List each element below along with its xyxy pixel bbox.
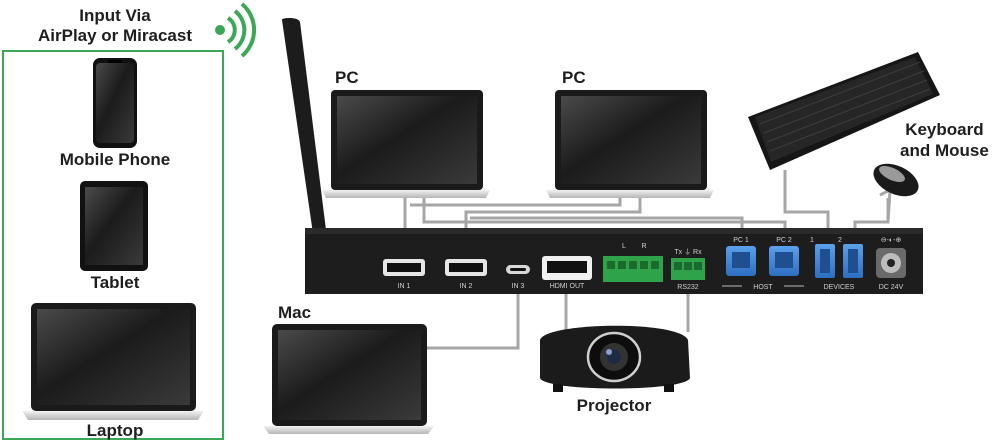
dc-label: DC 24V bbox=[879, 284, 904, 291]
pc1-label: PC 1 bbox=[733, 237, 749, 244]
keyboard-icon bbox=[748, 52, 940, 170]
rs232-label: RS232 bbox=[677, 284, 699, 291]
usb-device2-port bbox=[843, 244, 863, 278]
audio-r-label: R bbox=[641, 243, 646, 250]
dc-symbol-label: ⊖-◐-⊕ bbox=[881, 237, 902, 244]
dc-power-jack bbox=[876, 248, 906, 278]
in3-label: IN 3 bbox=[512, 283, 525, 290]
projector-label: Projector bbox=[576, 396, 652, 415]
mac-label: Mac bbox=[278, 303, 312, 322]
rs232-pins-label: Tx ⏚ Rx bbox=[674, 248, 702, 256]
tablet-label: Tablet bbox=[90, 273, 140, 292]
keyboard-mouse-label: Keyboard and Mouse bbox=[900, 119, 989, 161]
wireless-input-title-line2: AirPlay or Miracast bbox=[37, 26, 192, 45]
in1-label: IN 1 bbox=[398, 283, 411, 290]
hdmi-in1-port bbox=[383, 259, 425, 276]
usb-pc1-port bbox=[726, 246, 756, 276]
pc-left-label: PC bbox=[335, 68, 359, 87]
wireless-input-title-line1: Input Via bbox=[79, 6, 151, 25]
keyboard-mouse-label-line2: and Mouse bbox=[900, 141, 989, 160]
hdmi-in2-port bbox=[445, 259, 487, 276]
laptop-icon bbox=[22, 303, 204, 420]
pc-right-icon bbox=[546, 90, 714, 198]
tablet-icon bbox=[80, 181, 148, 271]
in2-label: IN 2 bbox=[460, 283, 473, 290]
pc2-label: PC 2 bbox=[776, 237, 792, 244]
mobile-phone-icon bbox=[93, 58, 137, 148]
mobile-phone-label: Mobile Phone bbox=[59, 150, 171, 169]
hdmi-out-label: HDMI OUT bbox=[550, 283, 585, 290]
pc-right-label: PC bbox=[562, 68, 586, 87]
devices-1-label: 1 bbox=[810, 237, 814, 244]
mouse-icon bbox=[873, 163, 919, 223]
wifi-signal-icon bbox=[215, 2, 257, 58]
keyboard-mouse-label-line1: Keyboard bbox=[905, 120, 984, 139]
audio-terminal bbox=[603, 256, 663, 282]
host-label: HOST bbox=[753, 284, 773, 291]
usb-pc2-port bbox=[769, 246, 799, 276]
hdmi-out-port bbox=[542, 256, 592, 280]
usbc-in3-port bbox=[506, 265, 530, 274]
projector-icon bbox=[540, 325, 690, 392]
usb-device1-port bbox=[815, 244, 835, 278]
rs232-terminal bbox=[671, 258, 705, 280]
wireless-input-title: Input Via AirPlay or Miracast bbox=[20, 6, 210, 46]
devices-label: DEVICES bbox=[824, 284, 855, 291]
pc-left-icon bbox=[322, 90, 490, 198]
laptop-label: Laptop bbox=[86, 421, 144, 440]
devices-2-label: 2 bbox=[838, 237, 842, 244]
mac-laptop-icon bbox=[263, 324, 434, 434]
audio-l-label: L bbox=[622, 243, 626, 250]
wireless-input-group-box bbox=[2, 50, 224, 440]
